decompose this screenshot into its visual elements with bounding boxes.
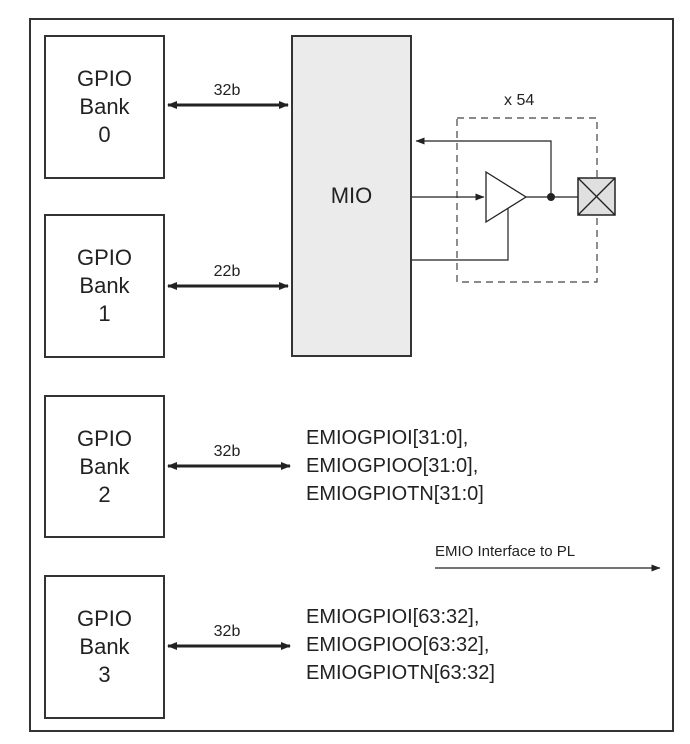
bank1-width-label: 22b xyxy=(213,263,241,280)
emio-bank2-input-signal: EMIOGPIOI[31:0], xyxy=(306,427,469,449)
emio-bank3-input-signal: EMIOGPIOI[63:32], xyxy=(306,606,480,628)
repeat-count-label: x 54 xyxy=(504,92,535,109)
emio-interface-label: EMIO Interface to PL xyxy=(435,543,576,560)
gpio-bank-3-label: GPIO Bank 3 xyxy=(76,606,132,687)
bank3-width-label: 32b xyxy=(213,623,241,640)
gpio-bank-1-label: GPIO Bank 1 xyxy=(76,245,132,326)
gpio-bank-2-label: GPIO Bank 2 xyxy=(76,425,132,507)
emio-bank2-tristate-signal: EMIOGPIOTN[31:0] xyxy=(306,483,484,505)
gpio-bank-1: GPIO Bank 1 xyxy=(44,214,165,358)
io-pad-icon xyxy=(577,177,616,216)
gpio-bank-0: GPIO Bank 0 xyxy=(44,35,165,179)
gpio-bank-0-label: GPIO Bank 0 xyxy=(76,66,132,147)
gpio-bank-2: GPIO Bank 2 xyxy=(44,395,165,538)
tristate-enable-line xyxy=(412,208,509,261)
emio-bank2-output-signal: EMIOGPIOO[31:0], xyxy=(306,455,479,477)
bank0-width-label: 32b xyxy=(213,82,241,99)
output-buffer-icon xyxy=(485,170,528,224)
bank2-width-label: 32b xyxy=(213,443,241,460)
emio-bank3-tristate-signal: EMIOGPIOTN[63:32] xyxy=(306,662,495,684)
input-signal-line xyxy=(415,137,552,197)
emio-bank3-output-signal: EMIOGPIOO[63:32], xyxy=(306,634,490,656)
outer-frame xyxy=(29,18,674,732)
gpio-bank-3: GPIO Bank 3 xyxy=(44,575,165,719)
mio-block: MIO xyxy=(291,35,412,357)
mio-label: MIO xyxy=(330,183,373,208)
io-repeat-box xyxy=(456,117,598,283)
